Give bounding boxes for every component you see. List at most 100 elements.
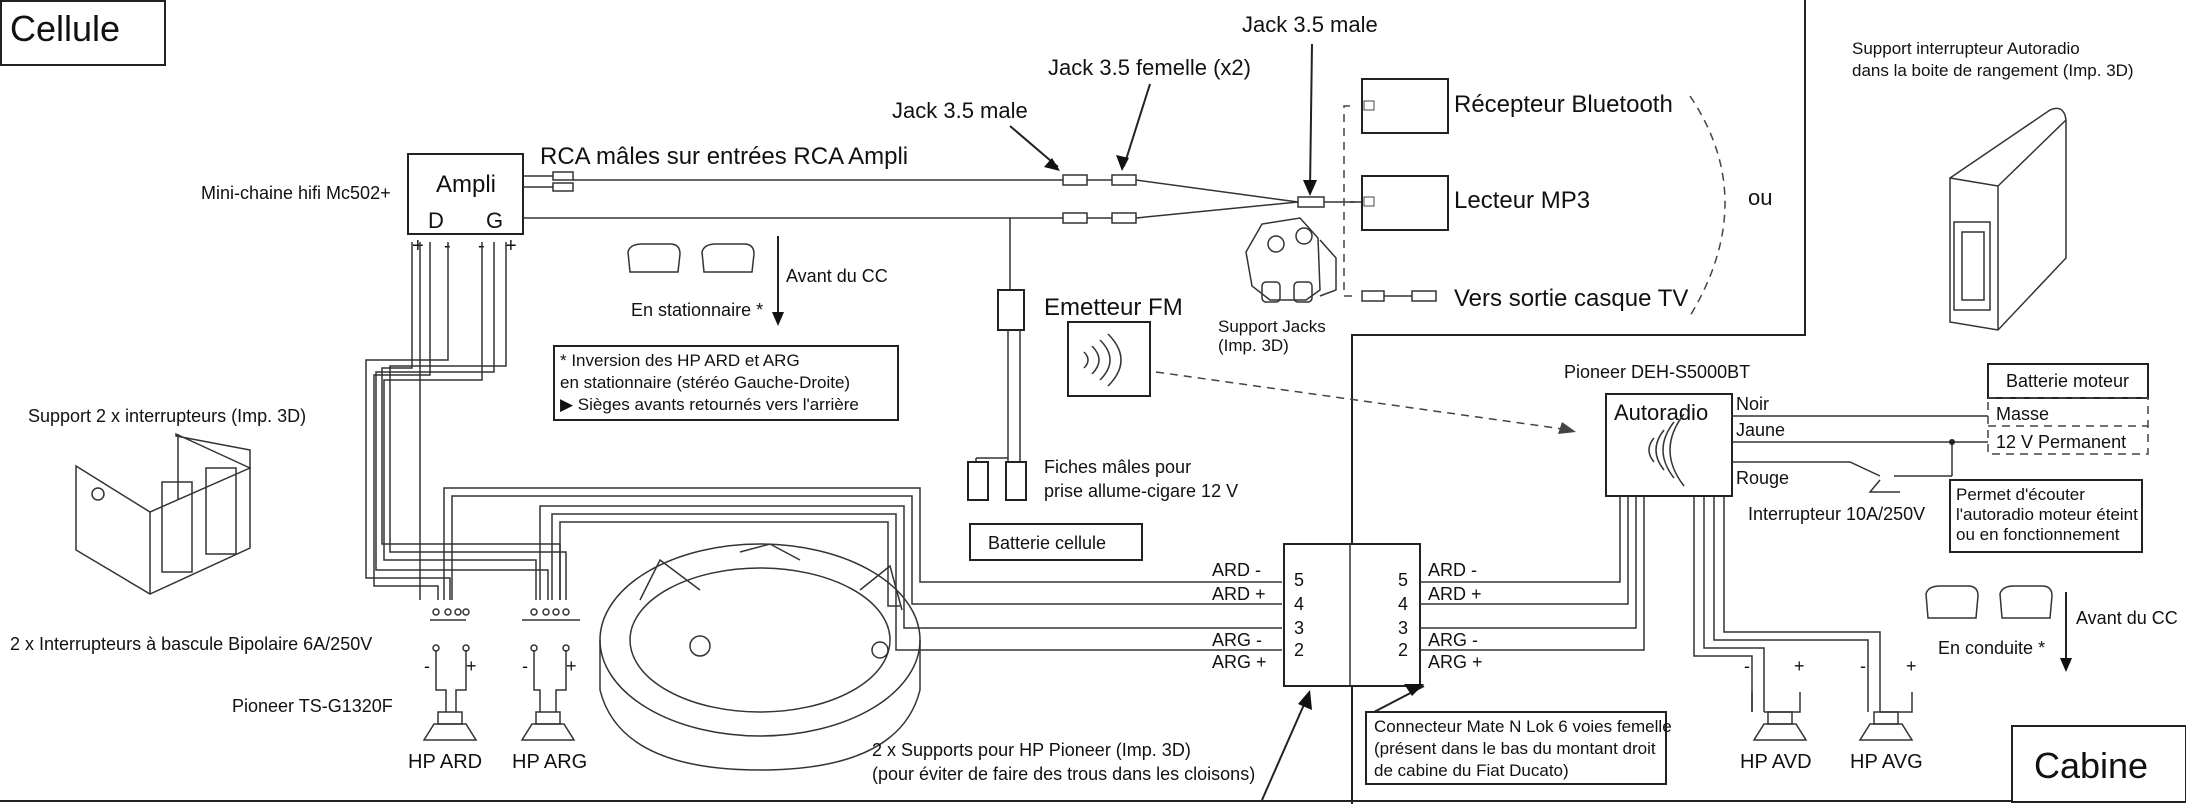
jack-labels: Jack 3.5 male Jack 3.5 femelle (x2) Jack… bbox=[892, 12, 1378, 196]
hp-avg-label: HP AVG bbox=[1850, 751, 1923, 773]
conn-l-label-arg-minus: ARG - bbox=[1212, 630, 1262, 650]
hp-avd-speaker-icon bbox=[1752, 723, 1808, 741]
hp-avd-plus: + bbox=[1794, 656, 1805, 676]
cables-to-connector bbox=[443, 487, 1282, 651]
fm-emitter-box bbox=[997, 289, 1025, 331]
connector-box bbox=[1283, 543, 1421, 687]
connecteur-note-2: (présent dans le bas du montant droit bbox=[1374, 739, 1656, 758]
ampli-box bbox=[407, 153, 524, 235]
connecteur-note-3: de cabine du Fiat Ducato) bbox=[1374, 761, 1569, 780]
support-jacks-part: Support Jacks (Imp. 3D) bbox=[1218, 217, 1337, 355]
conn-r-label-ard-plus: ARD + bbox=[1428, 584, 1482, 604]
jack-femelle-label: Jack 3.5 femelle (x2) bbox=[1048, 55, 1251, 80]
hp-arg-speaker-icon bbox=[520, 723, 576, 741]
pioneer-ts-label: Pioneer TS-G1320F bbox=[232, 696, 393, 716]
jack-male-left-label: Jack 3.5 male bbox=[892, 98, 1028, 123]
batterie-cellule-label: Batterie cellule bbox=[988, 533, 1106, 553]
hp-avd-label: HP AVD bbox=[1740, 751, 1812, 773]
bluetooth-box bbox=[1361, 78, 1449, 134]
conn-l-2: 2 bbox=[1294, 640, 1304, 660]
hp-avg-minus: - bbox=[1860, 656, 1866, 676]
fiches-label-2: prise allume-cigare 12 V bbox=[1044, 481, 1238, 501]
audio-cables bbox=[523, 105, 1437, 302]
supports-hp-label-1: 2 x Supports pour HP Pioneer (Imp. 3D) bbox=[872, 740, 1191, 760]
jack-male-2 bbox=[1062, 212, 1088, 224]
ampli-label: Ampli bbox=[436, 171, 496, 198]
ampli-g-label: G bbox=[486, 208, 503, 233]
cables-to-autoradio bbox=[1420, 496, 1881, 712]
hp-ard-plus: + bbox=[466, 656, 477, 676]
conn-l-4: 4 bbox=[1294, 594, 1304, 614]
interrupteurs-bascule-label: 2 x Interrupteurs à bascule Bipolaire 6A… bbox=[10, 634, 372, 654]
avant-cc-2-label: Avant du CC bbox=[2076, 608, 2178, 628]
hp-avd-minus: - bbox=[1744, 656, 1750, 676]
conn-l-3: 3 bbox=[1294, 618, 1304, 638]
or-bracket bbox=[1689, 95, 1726, 317]
hp-arg-plus: + bbox=[566, 656, 577, 676]
hp-ard-label: HP ARD bbox=[408, 751, 482, 773]
en-stationnaire-label: En stationnaire * bbox=[631, 300, 763, 320]
connecteur-note-1: Connecteur Mate N Lok 6 voies femelle bbox=[1374, 717, 1672, 736]
cabine-speakers: - + HP AVD - + HP AVG bbox=[1740, 656, 1923, 773]
avant-cc-1-label: Avant du CC bbox=[786, 266, 888, 286]
fm-emitter-label: Emetteur FM bbox=[1044, 294, 1183, 321]
jack-male-main bbox=[1297, 196, 1325, 208]
ampli-g-plus: + bbox=[505, 235, 517, 257]
batterie-moteur-label: Batterie moteur bbox=[2006, 371, 2129, 391]
note-inversion: * Inversion des HP ARD et ARG en station… bbox=[553, 345, 899, 421]
hp-support-part: 2 x Supports pour HP Pioneer (Imp. 3D) (… bbox=[599, 543, 1255, 784]
support-autoradio-label-2: dans la boite de rangement (Imp. 3D) bbox=[1852, 61, 2134, 80]
mate-n-lok-connector: 5 4 3 2 5 4 3 2 ARD - ARD + ARG - ARG + … bbox=[1212, 543, 1672, 801]
ou-label: ou bbox=[1748, 185, 1772, 210]
hp-arg-label: HP ARG bbox=[512, 751, 587, 773]
jack-femelle-2 bbox=[1111, 212, 1137, 224]
fm-emitter-block: Emetteur FM Fiches mâles pour prise allu… bbox=[967, 289, 1576, 561]
seats-stationnaire: En stationnaire * Avant du CC bbox=[627, 236, 888, 326]
support-jacks-label-1: Support Jacks bbox=[1218, 317, 1326, 336]
rouge-label: Rouge bbox=[1736, 468, 1789, 488]
hp-avg-speaker-icon bbox=[1858, 723, 1914, 741]
cabine-title: Cabine bbox=[2034, 745, 2148, 786]
batterie-cellule-box bbox=[969, 523, 1143, 561]
support-autoradio-label-1: Support interrupteur Autoradio bbox=[1852, 39, 2080, 58]
conn-r-label-arg-minus: ARG - bbox=[1428, 630, 1478, 650]
en-conduite-label: En conduite * bbox=[1938, 638, 2045, 658]
mp3-label: Lecteur MP3 bbox=[1454, 187, 1590, 214]
ampli-d-label: D bbox=[428, 208, 444, 233]
interrupteur-10a-label: Interrupteur 10A/250V bbox=[1748, 504, 1925, 524]
source-devices: Récepteur Bluetooth Lecteur MP3 Vers sor… bbox=[1361, 78, 1772, 317]
casque-label: Vers sortie casque TV bbox=[1454, 285, 1688, 312]
plug-1 bbox=[967, 461, 989, 501]
ampli-d-plus: + bbox=[412, 235, 424, 257]
jack-male-top-label: Jack 3.5 male bbox=[1242, 12, 1378, 37]
bluetooth-label: Récepteur Bluetooth bbox=[1454, 91, 1673, 118]
conn-r-5: 5 bbox=[1398, 570, 1408, 590]
masse-label: Masse bbox=[1996, 404, 2049, 424]
plug-2 bbox=[1005, 461, 1027, 501]
jack-male-1 bbox=[1062, 174, 1088, 186]
seats-conduite: En conduite * Avant du CC bbox=[1925, 585, 2178, 672]
note-inversion-2: en stationnaire (stéréo Gauche-Droite) bbox=[560, 373, 850, 392]
hp-ard-speaker-icon bbox=[422, 723, 478, 741]
conn-r-label-ard-minus: ARD - bbox=[1428, 560, 1477, 580]
conn-r-3: 3 bbox=[1398, 618, 1408, 638]
cellule-title: Cellule bbox=[10, 8, 120, 49]
cabine-title-box bbox=[2011, 725, 2186, 803]
jack-femelle-1 bbox=[1111, 174, 1137, 186]
note-inversion-1: * Inversion des HP ARD et ARG bbox=[560, 351, 800, 370]
autoradio-label: Autoradio bbox=[1614, 400, 1708, 425]
autoradio-block: Pioneer DEH-S5000BT Autoradio Noir Jaune… bbox=[1564, 362, 1988, 524]
conn-r-label-arg-plus: ARG + bbox=[1428, 652, 1483, 672]
noir-label: Noir bbox=[1736, 394, 1769, 414]
ampli-block: Ampli D G Mini-chaine hifi Mc502+ + - - … bbox=[201, 143, 908, 257]
support-interrupteurs-part: Support 2 x interrupteurs (Imp. 3D) bbox=[28, 406, 306, 595]
mp3-box bbox=[1361, 175, 1449, 231]
conn-l-label-ard-minus: ARD - bbox=[1212, 560, 1261, 580]
hp-arg-minus: - bbox=[522, 656, 528, 676]
conn-r-4: 4 bbox=[1398, 594, 1408, 614]
support-jacks-label-2: (Imp. 3D) bbox=[1218, 336, 1289, 355]
cellule-speaker-wiring: 2 x Interrupteurs à bascule Bipolaire 6A… bbox=[10, 242, 587, 773]
conn-r-2: 2 bbox=[1398, 640, 1408, 660]
